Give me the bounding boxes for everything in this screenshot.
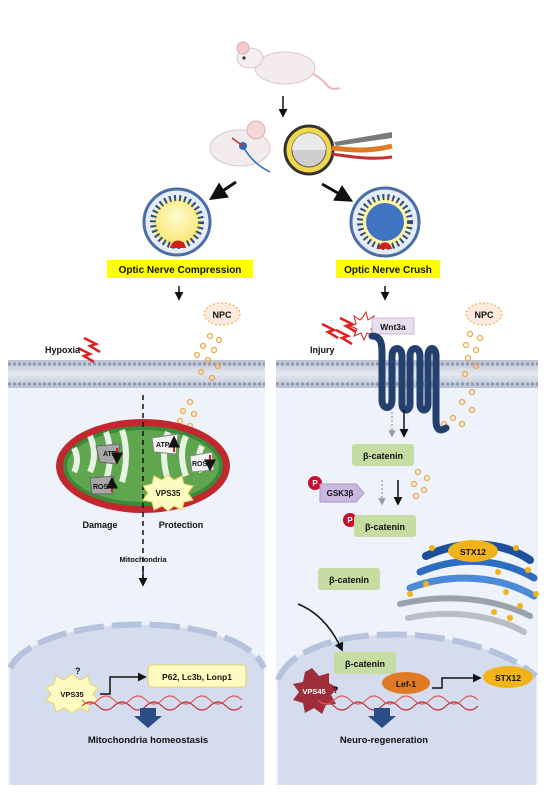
phospho-label-2: P: [347, 516, 353, 525]
npc-cloud-right: [465, 302, 503, 326]
arrow-to-right-eye: [321, 182, 354, 202]
protection-label: Protection: [159, 520, 204, 530]
stx12-golgi-oval: [448, 540, 498, 562]
mitochondria-label: Mitochondria: [119, 555, 167, 564]
wnt3a-box: [371, 317, 415, 335]
gsk3b-label: GSK3β: [327, 489, 354, 498]
dna-helix-right: [317, 695, 479, 711]
hypoxia-lightning-icon: [77, 336, 101, 364]
stx12-nucleus-oval: [483, 666, 533, 688]
frizzled-receptor: [368, 332, 450, 434]
dna-helix-left: [81, 695, 243, 711]
stx12-golgi-label: STX12: [460, 547, 486, 557]
npc-cloud-left: [203, 302, 241, 326]
mouse-icon: [236, 41, 341, 90]
beta-catenin-label-2: β-catenin: [365, 522, 405, 532]
eyeball-optic-nerve-icon: [283, 124, 393, 176]
beta-catenin-box-2: [354, 515, 416, 537]
title-right: Optic Nerve Crush: [344, 265, 432, 276]
beta-catenin-label-3: β-catenin: [329, 575, 369, 585]
activation-arrow-right: [432, 673, 482, 689]
activation-arrow-left: [100, 672, 147, 695]
vps35-starburst-mito: [142, 474, 194, 512]
golgi-vesicles: [407, 545, 539, 621]
injury-label: Injury: [310, 345, 335, 355]
beta-catenin-label-4: β-catenin: [345, 659, 385, 669]
nucleus-left: [7, 621, 267, 785]
phospho-label-1: P: [312, 479, 318, 488]
left-membrane: [8, 360, 265, 388]
npc-label-left: NPC: [212, 310, 232, 320]
vps35-mito-label: VPS35: [156, 489, 181, 498]
wnt3a-label: Wnt3a: [380, 322, 406, 332]
npc-particles-right: [410, 330, 484, 500]
atp-protection-label: ATP: [156, 442, 170, 449]
ros-damage-label: ROS: [93, 484, 109, 491]
atp-damage-label: ATP: [103, 451, 117, 458]
gsk3b-box: [319, 483, 365, 503]
question-right: ?: [333, 685, 339, 695]
phospho-icon-2: [343, 513, 357, 527]
translocation-arrow: [297, 603, 344, 652]
npc-label-right: NPC: [474, 310, 494, 320]
lef1-oval: [382, 672, 430, 694]
lef1-label: Lef-1: [396, 679, 417, 689]
outcome-left: Mitochondria homeostasis: [88, 735, 208, 746]
compressed-eye-icon: [142, 187, 212, 257]
stx12-nucleus-label: STX12: [495, 673, 521, 683]
title-box-left: [107, 260, 253, 278]
outcome-arrow-right: [368, 708, 396, 728]
beta-catenin-label-1: β-catenin: [363, 451, 403, 461]
ros-protection-label: ROS: [192, 461, 208, 468]
phospho-icon-1: [308, 476, 322, 490]
outcome-arrow-left: [134, 708, 162, 728]
title-box-right: [336, 260, 440, 278]
beta-catenin-box-4: [334, 652, 396, 674]
hypoxia-label: Hypoxia: [45, 345, 81, 355]
genes-box: [147, 664, 247, 688]
title-left: Optic Nerve Compression: [119, 265, 242, 276]
beta-catenin-box-3: [318, 568, 380, 590]
injury-lightning-icon: [321, 316, 357, 346]
outcome-right: Neuro-regeneration: [340, 735, 428, 746]
beta-catenin-box-1: [352, 444, 414, 466]
vps35-nucleus-label: VPS35: [60, 690, 83, 699]
question-left: ?: [75, 666, 81, 676]
vps45-label: VPS45: [302, 687, 325, 696]
damage-label: Damage: [82, 520, 117, 530]
genes-label: P62, Lc3b, Lonp1: [162, 672, 232, 682]
crushed-eye-icon: [349, 186, 421, 258]
arrow-to-left-eye: [209, 180, 237, 200]
mouse-head-icon: [209, 120, 271, 173]
